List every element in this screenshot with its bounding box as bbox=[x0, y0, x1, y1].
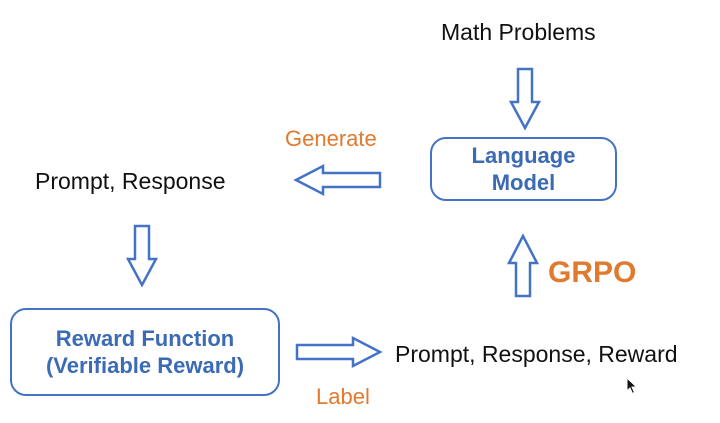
language-model-line-2: Model bbox=[491, 170, 556, 195]
arrow-down-icon bbox=[125, 224, 159, 288]
arrow-shape bbox=[125, 224, 159, 288]
reward-function-box: Reward Function (Verifiable Reward) bbox=[10, 308, 280, 396]
prompt-response-reward-label: Prompt, Response, Reward bbox=[395, 341, 678, 367]
prompt-response-label: Prompt, Response bbox=[35, 168, 226, 194]
label-label: Label bbox=[316, 384, 370, 409]
arrow-shape bbox=[295, 335, 383, 369]
language-model-box: Language Model bbox=[430, 137, 617, 201]
arrow-shape bbox=[293, 163, 382, 197]
generate-label: Generate bbox=[285, 126, 377, 151]
mouse-cursor-icon bbox=[626, 376, 638, 395]
reward-function-line-1: Reward Function bbox=[55, 325, 235, 351]
arrow-down-icon bbox=[508, 67, 542, 131]
arrow-left-icon bbox=[293, 163, 382, 197]
math-problems-label: Math Problems bbox=[441, 19, 596, 45]
arrow-up-icon bbox=[506, 233, 540, 298]
language-model-line-1: Language bbox=[471, 142, 576, 168]
arrow-shape bbox=[506, 233, 540, 298]
grpo-label: GRPO bbox=[548, 256, 637, 289]
reward-function-line-2: (Verifiable Reward) bbox=[45, 353, 245, 378]
arrow-right-icon bbox=[295, 335, 383, 369]
arrow-shape bbox=[508, 67, 542, 131]
